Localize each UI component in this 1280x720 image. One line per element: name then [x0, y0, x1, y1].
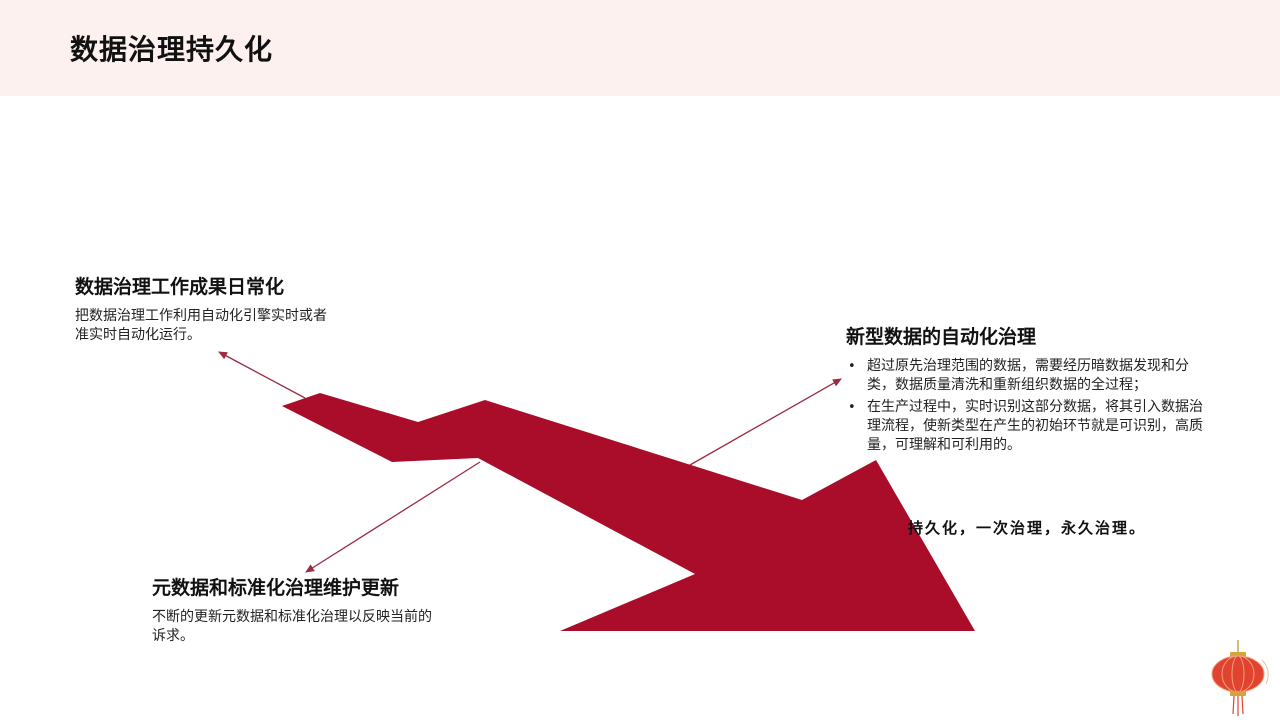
page-title: 数据治理持久化 — [70, 33, 274, 66]
slogan-text: 持久化，一次治理，永久治理。 — [908, 519, 1147, 537]
bullet-dot: • — [848, 359, 856, 374]
connector-line-left — [218, 351, 306, 399]
metadata-update-title: 元数据和标准化治理维护更新 — [152, 577, 400, 599]
metadata-update-desc: 不断的更新元数据和标准化治理以反映当前的诉求。 — [152, 609, 432, 644]
daily-results-desc: 把数据治理工作利用自动化引擎实时或者准实时自动化运行。 — [75, 308, 327, 343]
daily-results-title: 数据治理工作成果日常化 — [75, 276, 285, 298]
header-band — [0, 0, 1280, 96]
connector-line-bottom — [305, 461, 481, 573]
bullet-item: • 超过原先治理范围的数据，需要经历暗数据发现和分类，数据质量清洗和重新组织数据… — [846, 357, 1216, 395]
lantern-icon — [1211, 640, 1269, 716]
new-data-governance-block: 新型数据的自动化治理 • 超过原先治理范围的数据，需要经历暗数据发现和分类，数据… — [846, 322, 1216, 458]
new-data-bullet-list: • 超过原先治理范围的数据，需要经历暗数据发现和分类，数据质量清洗和重新组织数据… — [846, 357, 1216, 455]
bullet-item: • 在生产过程中，实时识别这部分数据，将其引入数据治理流程，使新类型在产生的初始… — [846, 398, 1216, 455]
daily-results-block: 数据治理工作成果日常化 把数据治理工作利用自动化引擎实时或者准实时自动化运行。 — [75, 272, 335, 345]
bullet-text: 超过原先治理范围的数据，需要经历暗数据发现和分类，数据质量清洗和重新组织数据的全… — [867, 358, 1189, 393]
new-data-governance-title: 新型数据的自动化治理 — [846, 326, 1037, 348]
bullet-dot: • — [848, 400, 856, 415]
process-arrow — [282, 393, 975, 631]
metadata-update-block: 元数据和标准化治理维护更新 不断的更新元数据和标准化治理以反映当前的诉求。 — [152, 573, 442, 646]
connector-line-right — [689, 378, 842, 466]
bullet-text: 在生产过程中，实时识别这部分数据，将其引入数据治理流程，使新类型在产生的初始环节… — [867, 399, 1203, 453]
